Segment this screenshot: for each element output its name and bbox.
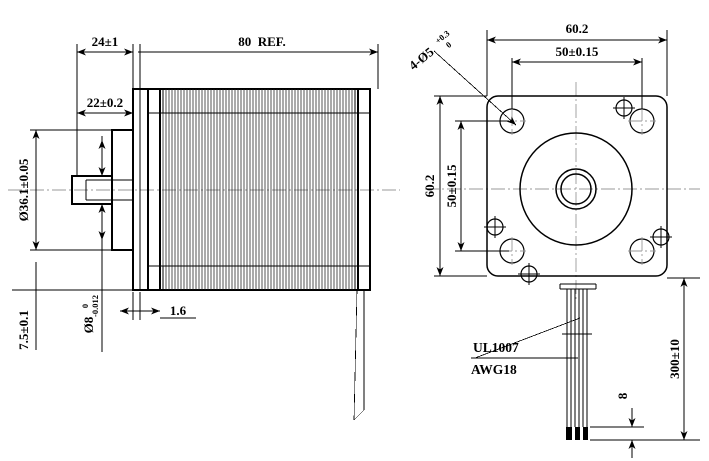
dim-body-height: 60.2 <box>422 175 437 198</box>
dim-lead-length: 300±10 <box>667 339 682 379</box>
dim-flange-dia: Ø36.1±0.05 <box>16 158 31 221</box>
front-flange-plate <box>132 88 149 291</box>
shaft-outer-circle <box>555 168 597 210</box>
dim-flat-depth: 1.6 <box>170 303 187 318</box>
dim-shaft-dia-tol-lower: -0.012 <box>90 295 100 317</box>
dim-hole-pitch-v: 50±0.15 <box>444 164 459 207</box>
label-wire-spec-line1: UL1007 <box>473 340 519 355</box>
motor-face-outline <box>486 95 668 277</box>
lead-wires <box>566 289 588 440</box>
stripped-wire-ends <box>566 427 588 440</box>
lead-wire-left <box>353 289 358 421</box>
stripped-gap-2 <box>580 427 583 440</box>
dim-body-length: 80 REF. <box>238 34 286 49</box>
stripped-gap-1 <box>572 427 575 440</box>
dim-shaft-length: 24±1 <box>92 34 119 49</box>
label-wire-spec-line2: AWG18 <box>471 362 517 377</box>
shaft-bore-circle <box>560 173 592 205</box>
pilot-boss-circle <box>519 132 633 246</box>
side-view-group: 24±1 80 REF. 22±0.2 Ø36.1±0.05 7.5±0.1 <box>8 34 400 421</box>
dim-body-width: 60.2 <box>566 21 589 36</box>
leader-mounting-holes <box>433 50 517 126</box>
dim-hole-pitch-h: 50±0.15 <box>556 44 599 59</box>
dim-mounting-holes: 4-Ø5 <box>406 44 437 73</box>
lamination-hatch <box>160 89 358 290</box>
dim-mounting-holes-tol-lower: 0 <box>444 39 454 49</box>
output-shaft <box>71 175 113 205</box>
dim-shaft-dia: Ø8 <box>81 316 96 333</box>
dim-flange-thickness: 7.5±0.1 <box>16 310 31 350</box>
dim-shaft-usable: 22±0.2 <box>87 95 123 110</box>
lead-wire-tip <box>353 409 365 421</box>
front-view-group: 60.2 50±0.15 60.2 50±0.15 4-Ø5 +0.3 0 <box>406 21 700 458</box>
leader-wire-spec <box>474 317 581 359</box>
dim-mounting-holes-group: 4-Ø5 +0.3 0 <box>406 28 454 73</box>
dim-shaft-dia-tol-upper: 0 <box>80 304 90 308</box>
dim-strip-length: 8 <box>615 392 630 399</box>
dim-shaft-dia-group: Ø8 0 -0.012 <box>80 295 100 333</box>
